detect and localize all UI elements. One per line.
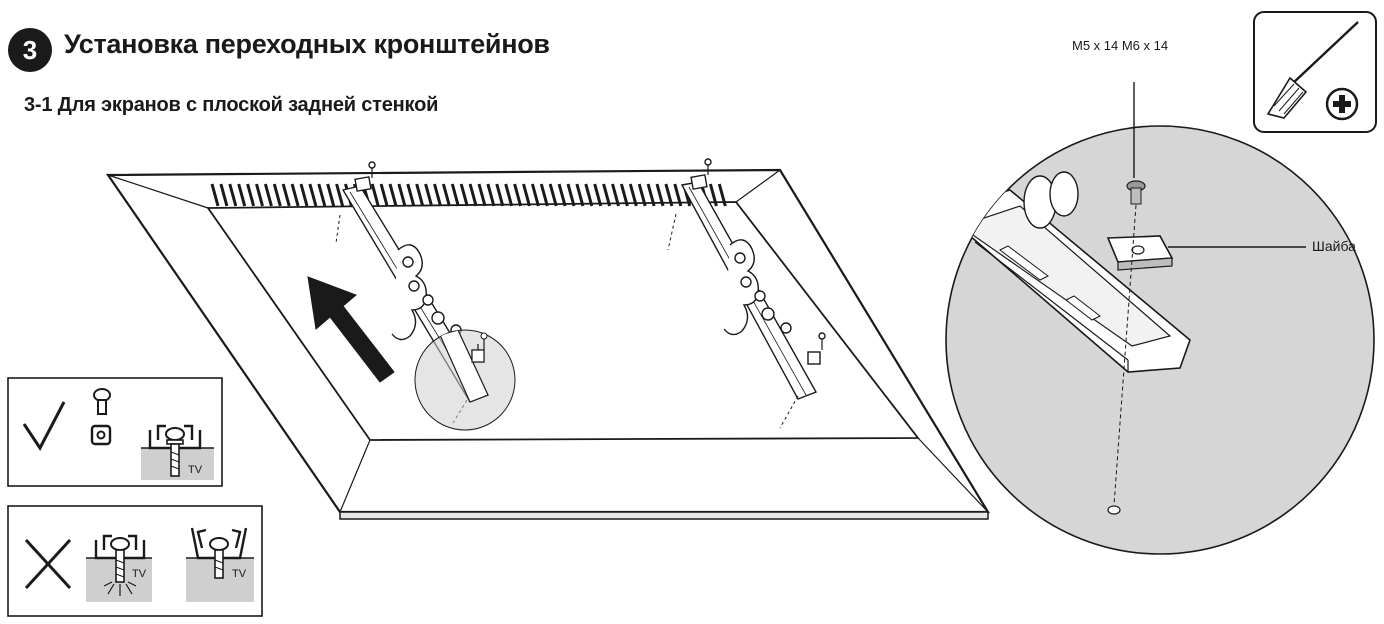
washer-label: Шайба <box>1312 238 1356 254</box>
vent-slot <box>539 183 549 207</box>
section-subtitle: 3-1 Для экранов с плоской задней стенкой <box>24 94 439 116</box>
vent-slot <box>637 183 647 207</box>
vent-slot <box>441 183 451 207</box>
vent-slot <box>495 183 505 207</box>
vent-slot <box>522 183 531 207</box>
vent-slot <box>717 183 727 207</box>
vent-slot <box>584 183 594 207</box>
legend-incorrect-panel: TV TV <box>7 505 263 617</box>
vent-slot <box>406 183 416 207</box>
vent-slot <box>450 183 460 207</box>
vent-slot <box>477 183 487 207</box>
screw-size-label: M5 x 14 M6 x 14 <box>1072 38 1169 53</box>
vent-slot <box>646 183 656 207</box>
cross-icon <box>24 538 72 590</box>
vent-slot <box>575 183 585 207</box>
vent-slot <box>548 183 558 207</box>
vent-slot <box>299 183 309 207</box>
vent-slot <box>486 183 496 207</box>
bent-bracket-icon <box>186 527 254 602</box>
vent-slot <box>673 183 683 207</box>
tv-vents <box>210 183 727 207</box>
vent-slot <box>593 183 603 207</box>
tv-back-panel <box>105 168 990 520</box>
direction-arrow-icon <box>307 276 395 383</box>
vent-slot <box>708 183 718 207</box>
page-title: Установка переходных кронштейнов <box>64 29 550 59</box>
vent-slot <box>433 183 442 207</box>
vent-slot <box>628 183 638 207</box>
vent-slot <box>255 183 264 207</box>
tv-label-too-long: TV <box>132 568 147 580</box>
vent-slot <box>655 183 665 207</box>
vent-slot <box>219 183 229 207</box>
vent-slot <box>335 183 345 207</box>
zoom-detail-circle <box>945 125 1375 555</box>
screw-washer-icon <box>90 388 112 446</box>
vent-slot <box>290 183 300 207</box>
vent-slot <box>379 183 389 207</box>
legend-correct-panel: TV <box>7 377 223 487</box>
vent-slot <box>228 183 238 207</box>
vent-slot <box>308 183 318 207</box>
vent-slot <box>246 183 256 207</box>
vent-slot <box>370 183 380 207</box>
phillips-screwdriver-icon <box>1253 11 1377 133</box>
vent-slot <box>602 183 612 207</box>
vent-slot <box>317 183 327 207</box>
vent-slot <box>557 183 567 207</box>
vent-slot <box>326 183 336 207</box>
bracket-mounted-icon <box>141 424 214 480</box>
vent-slot <box>619 183 629 207</box>
vent-slot <box>272 183 282 207</box>
vent-slot <box>397 183 407 207</box>
detail-magnifier-circle <box>414 329 516 431</box>
vent-slot <box>237 183 247 207</box>
plus-icon <box>1325 87 1359 121</box>
vent-slot <box>513 183 523 207</box>
tv-label: TV <box>188 464 203 476</box>
vent-slot <box>530 183 540 207</box>
vent-slot <box>388 183 398 207</box>
vent-slot <box>281 183 291 207</box>
screw-too-long-icon <box>86 534 152 602</box>
vent-slot <box>415 183 425 207</box>
tv-label-bent: TV <box>232 568 247 580</box>
vent-slot <box>210 183 220 207</box>
check-icon <box>22 401 66 451</box>
vent-slot <box>468 183 478 207</box>
vent-slot <box>664 183 674 207</box>
vent-slot <box>611 183 620 207</box>
vent-slot <box>263 183 273 207</box>
vent-slot <box>424 183 434 207</box>
vent-slot <box>566 183 576 207</box>
step-number-badge: 3 <box>8 28 52 72</box>
vent-slot <box>459 183 469 207</box>
right-mounting-bracket <box>680 158 826 400</box>
vent-slot <box>504 183 514 207</box>
